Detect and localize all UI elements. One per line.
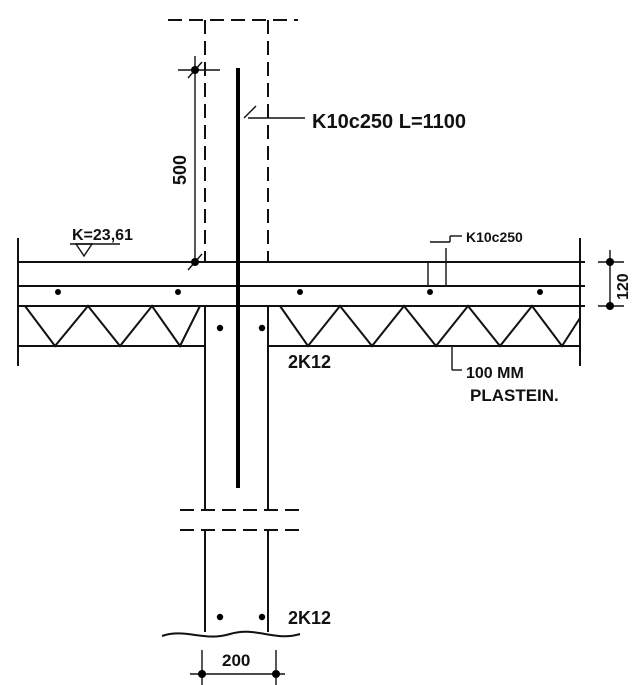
top-rebar-leader <box>243 105 305 119</box>
slab-rebar-detail <box>427 235 462 286</box>
dimension-120-label: 120 <box>615 273 632 300</box>
column-bars-lower-label: 2K12 <box>288 608 331 628</box>
level-marker <box>70 243 120 258</box>
slab-rebar-dots <box>55 289 543 295</box>
top-rebar-label: K10c250 L=1100 <box>312 111 466 133</box>
insulation-label-line2: PLASTEIN. <box>470 386 559 405</box>
slab-rebar-label: K10c250 <box>466 229 523 245</box>
insulation-leader <box>451 346 462 371</box>
dimension-200 <box>190 650 285 685</box>
column-bars-lower <box>216 613 266 621</box>
dimension-120 <box>598 250 624 310</box>
insulation-layer <box>18 304 581 348</box>
column-bars-upper-label: 2K12 <box>288 352 331 372</box>
lower-column-outline <box>161 306 301 638</box>
upper-column-outline <box>168 19 298 262</box>
insulation-label-line1: 100 MM <box>466 365 524 382</box>
column-bars-upper <box>216 324 266 332</box>
dimension-500-label: 500 <box>170 155 190 185</box>
dimension-200-label: 200 <box>222 651 250 670</box>
slab-outline <box>17 238 585 366</box>
dimension-500 <box>178 56 220 271</box>
level-label: K=23,61 <box>72 227 133 244</box>
